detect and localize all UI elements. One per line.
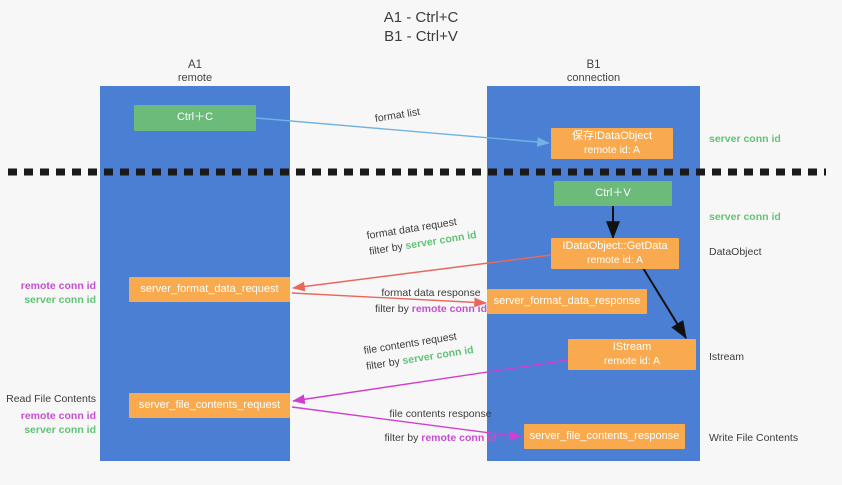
edge-file-contents-response-line1: file contents response: [389, 408, 492, 420]
node-getdata-line1: IDataObject::GetData: [562, 240, 668, 252]
annotation-left-remote-conn-1: remote conn id: [20, 280, 96, 292]
annotation-right-dataobject: DataObject: [709, 246, 762, 258]
title-line-2: B1 - Ctrl+V: [384, 28, 458, 45]
lane-a1-sub: remote: [177, 72, 213, 84]
annotation-right-write-file-contents: Write File Contents: [709, 432, 799, 444]
node-getdata-line2: remote id: A: [586, 253, 644, 266]
annotation-left-remote-conn-2: remote conn id: [20, 410, 96, 422]
node-istream[interactable]: IStream remote id: A: [568, 339, 696, 370]
edge-format-data-response-filter: filter by remote conn id: [338, 301, 524, 317]
edge-label-file-contents-request: file contents request filter by server c…: [362, 326, 475, 375]
page-title: A1 - Ctrl+C B1 - Ctrl+V: [0, 8, 842, 46]
edge-label-file-contents-response: file contents response filter by remote …: [349, 406, 532, 446]
node-istream-line2: remote id: A: [603, 354, 661, 367]
annotation-left-read-file-contents: Read File Contents: [6, 393, 96, 405]
edge-format-data-response-line1: format data response: [381, 287, 481, 299]
node-getdata[interactable]: IDataObject::GetData remote id: A: [551, 238, 679, 269]
node-ctrl-v-label: Ctrl＋V: [595, 186, 631, 199]
lane-header-b1: B1 connection: [487, 59, 700, 85]
edge-label-format-list-text: format list: [374, 105, 421, 125]
edge-file-contents-request-filter-prefix: filter by: [365, 355, 404, 373]
node-server-file-contents-request-label: server_file_contents_request: [138, 398, 281, 411]
edge-label-format-list: format list: [374, 104, 421, 127]
node-server-format-data-request[interactable]: server_format_data_request: [129, 277, 290, 302]
title-line-1: A1 - Ctrl+C: [383, 9, 459, 26]
node-istream-line1: IStream: [612, 341, 652, 353]
node-server-file-contents-response[interactable]: server_file_contents_response: [524, 424, 685, 449]
node-server-format-data-response-label: server_format_data_response: [493, 294, 641, 307]
node-save-idataobject-line1: 保存IDataObject: [571, 130, 653, 142]
lane-b1-name: B1: [586, 59, 601, 71]
edge-file-contents-response-filter: filter by remote conn id: [349, 430, 532, 446]
edge-format-data-response-filter-prefix: filter by: [374, 303, 412, 315]
edge-label-format-data-response: format data response filter by remote co…: [338, 285, 524, 317]
annotation-right-istream: Istream: [709, 351, 745, 363]
lane-b1-sub: connection: [566, 72, 621, 84]
annotation-right-server-conn-top: server conn id: [709, 133, 781, 145]
node-server-file-contents-response-label: server_file_contents_response: [529, 429, 680, 442]
annotation-left-server-conn-2: server conn id: [24, 424, 96, 436]
node-save-idataobject-line2: remote id: A: [583, 143, 641, 156]
lane-a1-name: A1: [187, 59, 203, 71]
annotation-left-server-conn-1: server conn id: [24, 294, 96, 306]
node-ctrl-v[interactable]: Ctrl＋V: [554, 181, 672, 206]
edge-format-data-response-filter-value: remote conn id: [411, 303, 488, 315]
edge-file-contents-response-filter-value: remote conn id: [421, 432, 497, 444]
node-server-format-data-response[interactable]: server_format_data_response: [487, 289, 647, 314]
lane-header-a1: A1 remote: [100, 59, 290, 85]
node-ctrl-c[interactable]: Ctrl＋C: [134, 105, 256, 131]
annotation-left-group-2: Read File Contents remote conn id server…: [4, 392, 96, 437]
annotation-right-server-conn-mid: server conn id: [709, 211, 781, 223]
edge-label-format-data-request: format data request filter by server con…: [365, 211, 478, 260]
edge-format-data-request-filter-prefix: filter by: [368, 240, 407, 258]
edge-file-contents-response-filter-prefix: filter by: [384, 432, 422, 444]
annotation-left-group-1: remote conn id server conn id: [8, 279, 96, 307]
node-server-format-data-request-label: server_format_data_request: [140, 282, 279, 295]
node-ctrl-c-label: Ctrl＋C: [176, 111, 214, 124]
node-save-idataobject[interactable]: 保存IDataObject remote id: A: [551, 128, 673, 159]
node-server-file-contents-request[interactable]: server_file_contents_request: [129, 393, 290, 418]
